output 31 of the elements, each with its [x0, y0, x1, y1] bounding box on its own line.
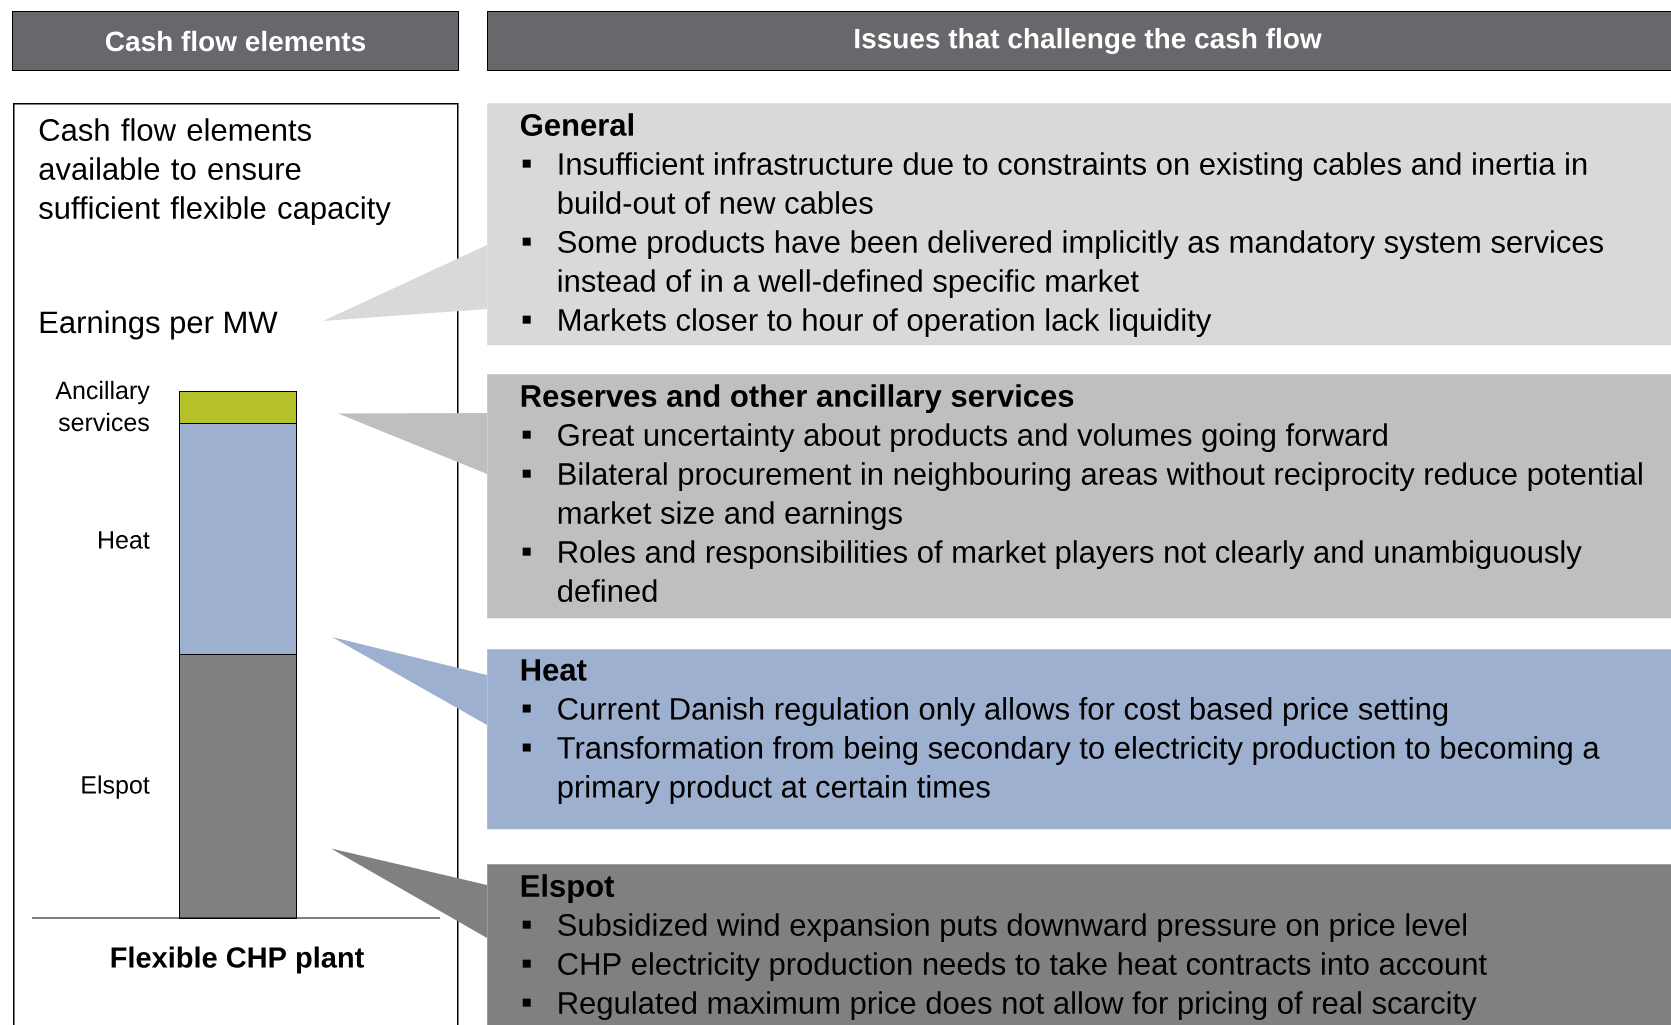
issue-panel — [487, 864, 1671, 1025]
section-heading: General — [520, 113, 633, 136]
bar-label: Elspot — [82, 775, 150, 799]
bullet-item: Bilateral procurement in neighbouring areas without reciprocity reduce potential market size and earnings — [522, 462, 1642, 531]
bar-label: Heat — [99, 531, 150, 549]
section-heading: Elspot — [521, 874, 615, 904]
callout-wedge — [331, 848, 487, 938]
bar-label: Ancillary services — [55, 380, 150, 432]
section-heading: Reserves and other ancillary services — [521, 384, 1074, 414]
bullet-item: Subsidized wind expansion puts downward pressure on price level — [522, 913, 1466, 943]
issue-panel — [487, 374, 1671, 619]
bullet-item: Current Danish regulation only allows for cost based price setting — [522, 697, 1448, 726]
panel-heading: Cash flow elements available to ensure sufficient flexible capacity — [39, 118, 391, 226]
bullet-item: CHP electricity production needs to take heat contracts into account — [522, 952, 1487, 982]
callout-wedge — [338, 413, 487, 474]
plant-label: Flexible CHP plant — [111, 946, 364, 974]
bullet-item: Great uncertainty about products and volumes going forward — [522, 423, 1387, 453]
axis-title: Earnings per MW — [40, 310, 278, 340]
section-heading: Heat — [521, 659, 587, 681]
issue-panel — [487, 103, 1671, 346]
column-header: Cash flow elements — [12, 11, 459, 71]
bullet-item: Some products have been delivered implicitly as mandatory system services instead of in a well-defined specific market — [522, 230, 1603, 299]
issue-panel — [487, 649, 1671, 830]
callout-wedge — [322, 245, 487, 321]
bullet-item: Regulated maximum price does not allow for pricing of real scarcity — [522, 991, 1477, 1021]
bullet-item: Markets closer to hour of operation lack liquidity — [522, 308, 1212, 338]
bullet-item: Insufficient infrastructure due to constraints on existing cables and inertia in build-out of new cables — [522, 152, 1587, 214]
bullet-item: Transformation from being secondary to electricity production to becoming a primary product at certain times — [522, 736, 1600, 804]
callout-wedge — [332, 637, 487, 725]
bullet-item: Roles and responsibilities of market players not clearly and unambiguously defined — [522, 540, 1582, 602]
column-header: Issues that challenge the cash flow — [487, 11, 1671, 71]
